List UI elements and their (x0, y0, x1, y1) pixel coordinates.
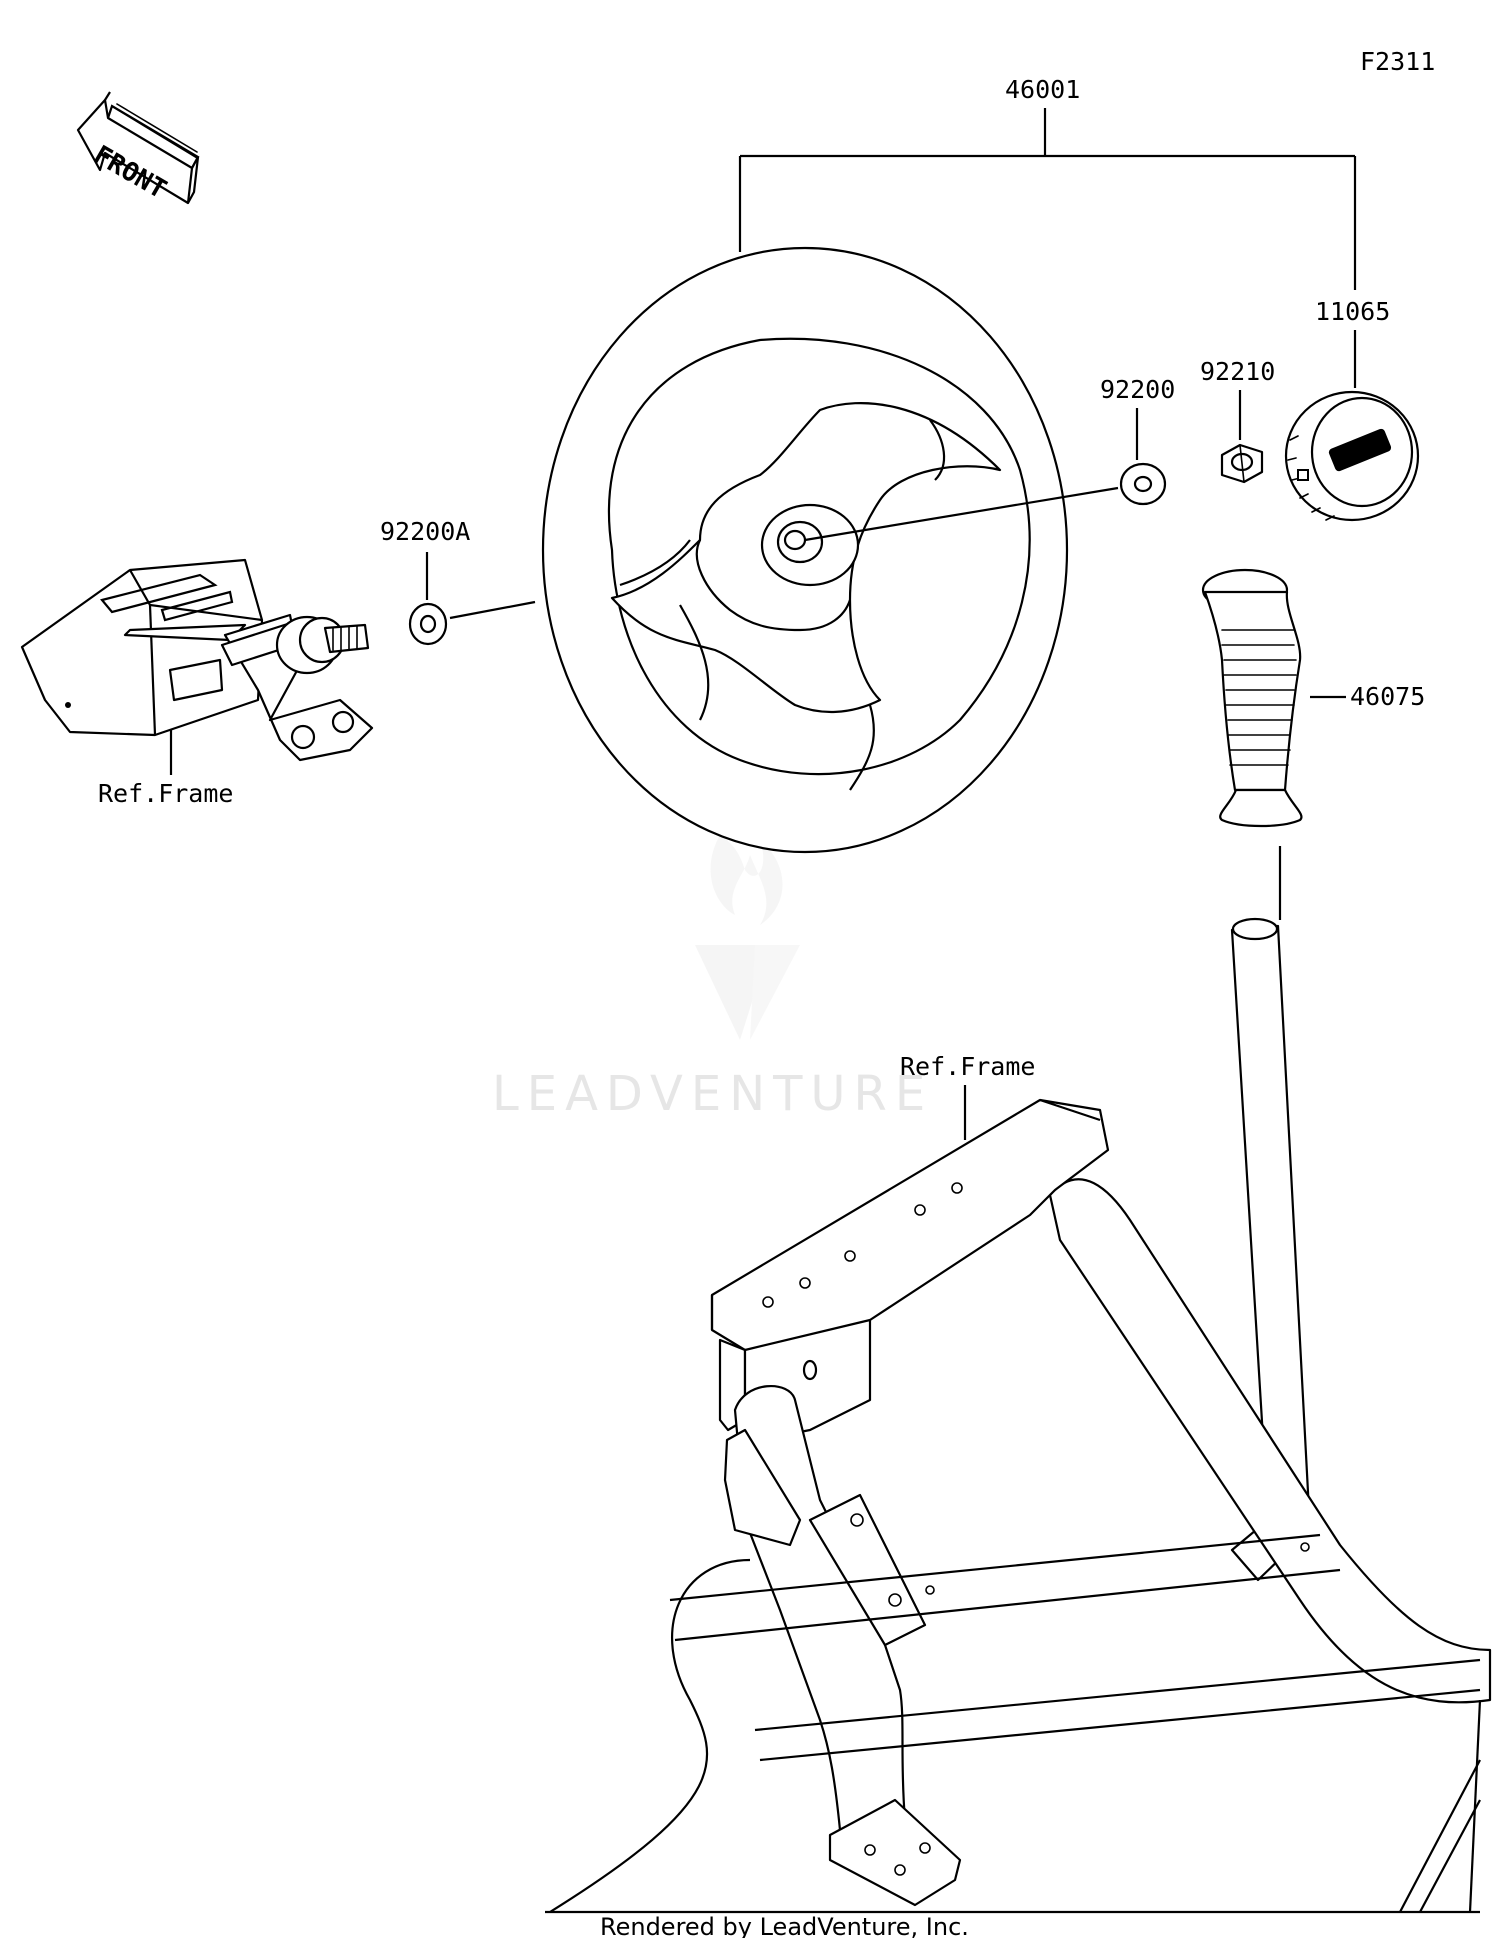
washer-92200A-part (408, 602, 448, 646)
part-label-92200: 92200 (1100, 375, 1175, 404)
steering-column-part (20, 558, 374, 762)
frame-part (545, 917, 1492, 1914)
part-label-92200A: 92200A (380, 517, 470, 546)
leader-92200-to-hub (804, 486, 1119, 542)
steering-wheel-part (541, 246, 1069, 854)
watermark-logo (695, 835, 800, 1040)
nut-92210-part (1220, 443, 1264, 484)
washer-92200-part (1119, 462, 1167, 506)
part-label-92210: 92210 (1200, 357, 1275, 386)
horn-cap-11065-part (1284, 390, 1420, 522)
watermark-text: LEADVENTURE (492, 1066, 933, 1122)
ref-frame-label-2: Ref.Frame (900, 1052, 1035, 1081)
leader-92200A-to-wheel (449, 600, 536, 620)
grip-46075-part (1201, 568, 1303, 828)
figure-code: F2311 (1360, 47, 1435, 76)
front-arrow-icon (76, 91, 200, 205)
part-label-11065: 11065 (1315, 297, 1390, 326)
footer-text: Rendered by LeadVenture, Inc. (600, 1913, 969, 1938)
part-label-46001: 46001 (1005, 75, 1080, 104)
part-label-46075: 46075 (1350, 682, 1425, 711)
leader-46001 (738, 108, 1357, 290)
ref-frame-label-1: Ref.Frame (98, 779, 233, 808)
